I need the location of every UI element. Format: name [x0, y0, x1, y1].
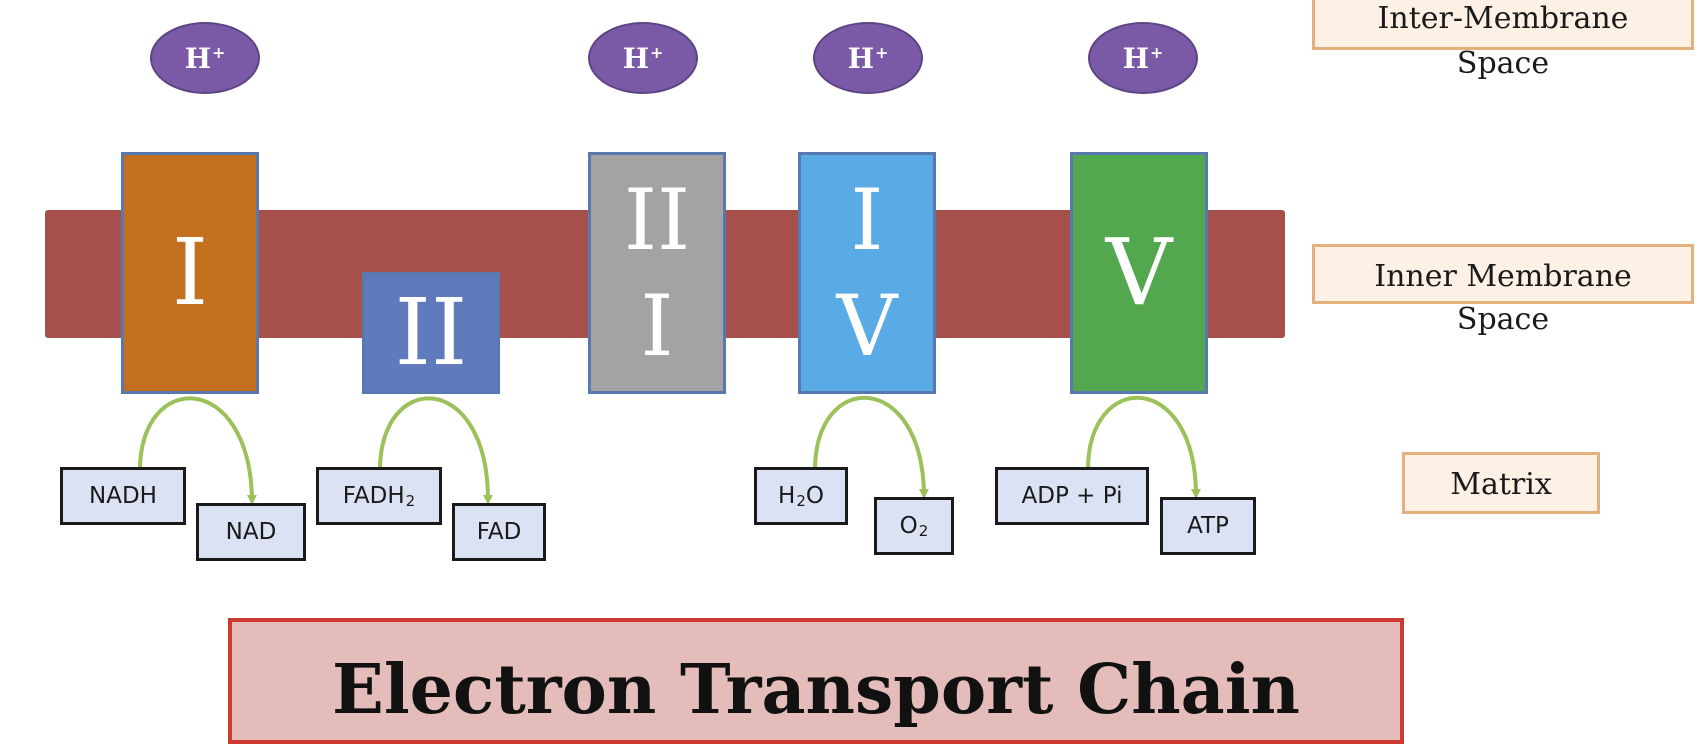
atp-box: ATP [1160, 497, 1256, 555]
proton-h-plus-3: H+ [813, 22, 923, 94]
nad-box: NAD [196, 503, 306, 561]
diagram-title: Electron Transport Chain [331, 650, 1300, 730]
proton-h-plus-4: H+ [1088, 22, 1198, 94]
arrow-h2o-to-o2 [813, 395, 929, 499]
inter-membrane-space-label-line2: Space [1456, 46, 1550, 81]
complex-v-label: V [1105, 219, 1173, 326]
complex-iii: II I [588, 152, 726, 394]
complex-iii-label-bottom: I [640, 277, 674, 375]
complex-iv-label-bottom: V [836, 277, 898, 375]
proton-h-plus-1: H+ [150, 22, 260, 94]
arrow-nadh-to-nad [138, 396, 257, 505]
complex-iv: I V [798, 152, 936, 394]
inner-membrane-space-label: Inner Membrane [1312, 244, 1694, 304]
fad-box: FAD [452, 503, 546, 561]
nadh-box: NADH [60, 467, 186, 525]
inter-membrane-space-label: Inter-Membrane [1312, 0, 1694, 50]
complex-ii: II [362, 272, 500, 394]
complex-ii-label: II [394, 279, 468, 386]
adp-pi-box: ADP + Pi [995, 467, 1149, 525]
complex-i-label: I [171, 219, 209, 326]
inner-membrane-space-label-line2: Space [1456, 302, 1550, 337]
proton-h-plus-2: H+ [588, 22, 698, 94]
matrix-label: Matrix [1402, 452, 1600, 514]
arrow-fadh2-to-fad [378, 396, 493, 505]
complex-i: I [121, 152, 259, 394]
complex-iii-label-top: II [623, 171, 691, 269]
title-banner: Electron Transport Chain [228, 618, 1404, 744]
arrow-adp-to-atp [1086, 395, 1201, 499]
complex-v: V [1070, 152, 1208, 394]
complex-iv-label-top: I [850, 171, 884, 269]
